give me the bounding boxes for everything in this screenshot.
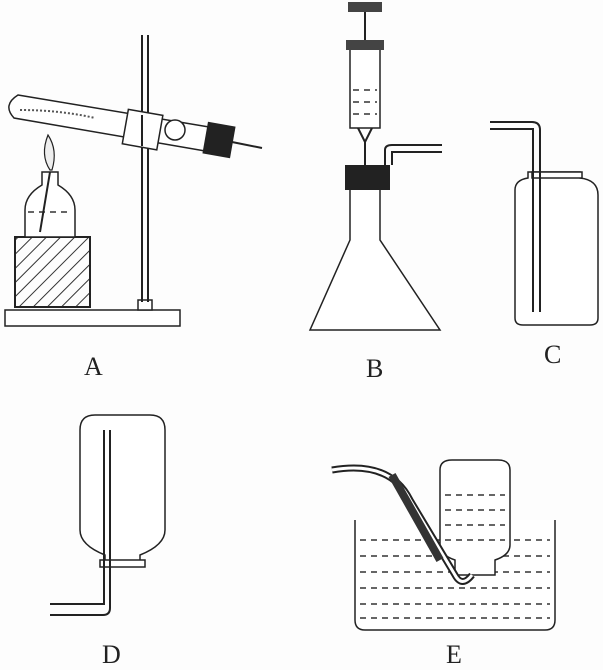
label-d: D [102, 640, 121, 669]
label-b: B [366, 354, 384, 383]
apparatus-a-icon [4, 35, 263, 327]
apparatus-e-icon [331, 459, 556, 631]
label-a: A [84, 352, 103, 381]
apparatus-d-icon [50, 414, 166, 616]
label-c: C [544, 340, 562, 369]
label-e: E [446, 640, 462, 669]
apparatus-b-icon [308, 2, 442, 331]
apparatus-c-icon [490, 121, 599, 326]
